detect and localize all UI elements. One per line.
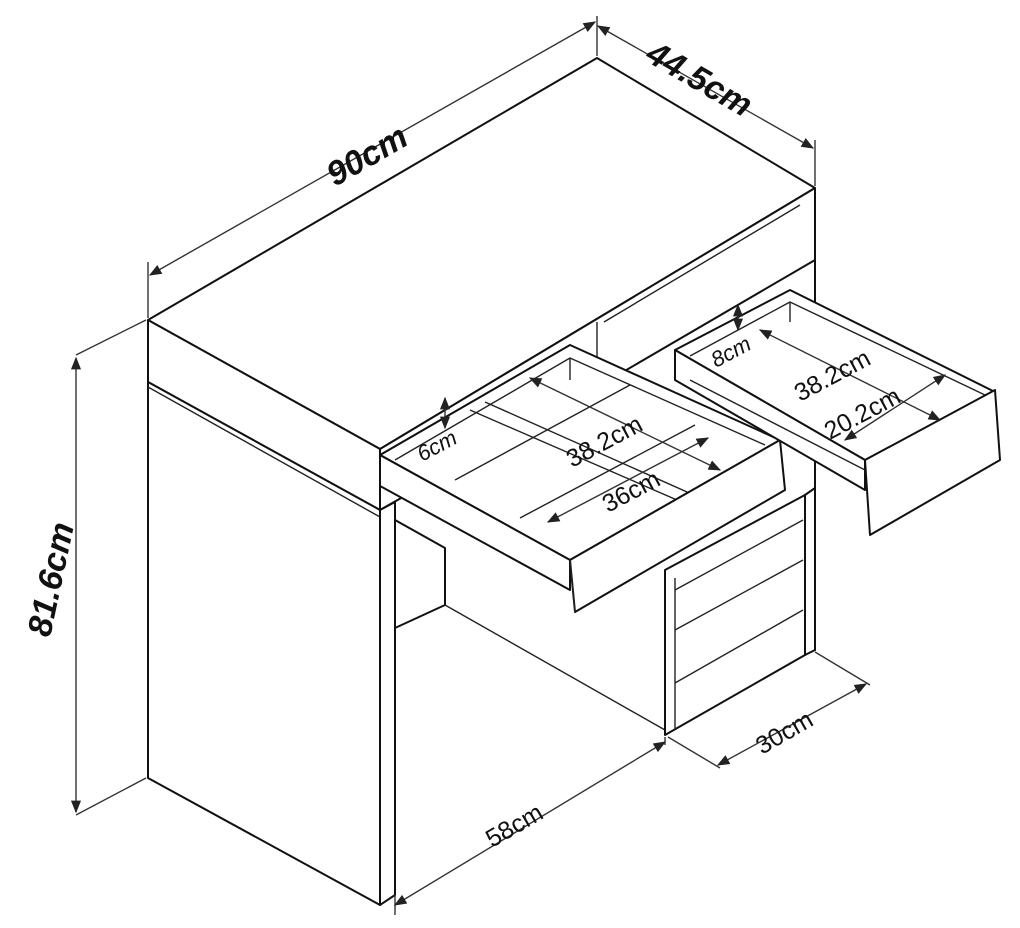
right-cabinet-side — [804, 487, 816, 656]
left-leg-inner-edge — [379, 501, 396, 906]
desk-body — [147, 57, 816, 906]
back-modesty-panel — [394, 519, 446, 629]
right-drawer-front — [864, 389, 1001, 536]
left-drawer-bottom-side — [379, 454, 571, 591]
height-label: 81.6cm — [21, 519, 82, 640]
knee-space-label: 58cm — [481, 798, 548, 853]
dimension-lines — [70, 16, 947, 915]
cabinet-width-label: 30cm — [751, 705, 818, 760]
